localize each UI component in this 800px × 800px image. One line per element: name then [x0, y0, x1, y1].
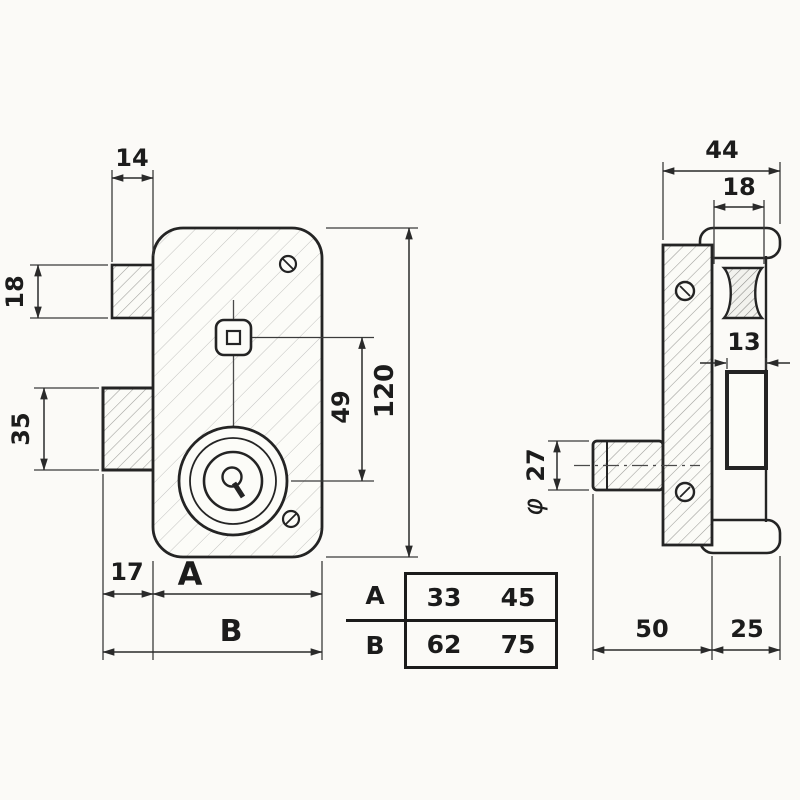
- front-view-body: [101, 226, 324, 559]
- front-view-dimensions: 14 18 35: [1, 144, 418, 660]
- dim-18-side: 18: [713, 173, 765, 264]
- top-flange: [698, 226, 782, 260]
- dim-35: 35: [7, 387, 99, 471]
- size-table-cell-b2: 75: [500, 629, 536, 659]
- size-table-row-b-values: 62 75: [404, 622, 558, 669]
- dim-label-50: 50: [635, 615, 668, 643]
- screw-hole-top: [278, 254, 298, 274]
- dim-50-25: 50 25: [592, 494, 781, 660]
- bolt-slot: [725, 370, 768, 470]
- screw-slot: [679, 486, 691, 498]
- size-table-row-b-label: B: [365, 631, 385, 660]
- screw-hole-side-bottom: [674, 481, 696, 503]
- side-view-dimensions: 44 18 13: [518, 136, 790, 660]
- size-table-row-a-values: 33 45: [404, 572, 558, 622]
- screw-hole-side-top: [674, 280, 696, 302]
- screw-hole-bottom: [281, 509, 301, 529]
- spindle-hole: [214, 318, 253, 357]
- dim-label-18-side: 18: [722, 173, 755, 201]
- diameter-symbol: φ: [518, 498, 549, 516]
- dim-label-A: A: [178, 555, 203, 593]
- dim-phi-27: 27 φ: [518, 440, 589, 516]
- roller-guide: [721, 266, 765, 320]
- screw-slot: [282, 258, 294, 270]
- cylinder: [177, 425, 289, 537]
- size-table-cell-b1: 62: [426, 629, 462, 659]
- size-table-cell-a1: 33: [426, 582, 462, 612]
- dim-13: 13: [700, 328, 790, 369]
- keyhole: [221, 466, 243, 488]
- dim-44: 44: [662, 136, 781, 240]
- cylinder-core: [202, 450, 264, 512]
- dim-label-120: 120: [370, 364, 400, 418]
- cylinder-ring: [189, 437, 277, 525]
- dim-label-18: 18: [1, 275, 29, 308]
- keyway-slot: [231, 481, 246, 499]
- dim-label-35: 35: [7, 412, 35, 445]
- size-table-cell-a2: 45: [500, 582, 536, 612]
- dim-label-25: 25: [730, 615, 763, 643]
- dim-label-44: 44: [705, 136, 738, 164]
- dim-14: 14: [111, 144, 154, 262]
- front-view: 14 18 35: [1, 144, 418, 660]
- dim-17-A-B: 17 A B: [102, 474, 323, 660]
- latch-bolt: [110, 263, 157, 320]
- dim-label-27: 27: [522, 448, 550, 481]
- screw-slot: [285, 513, 297, 525]
- dim-label-B: B: [220, 614, 243, 649]
- size-table-row-a-label: A: [346, 572, 404, 622]
- side-view: 44 18 13: [518, 136, 790, 660]
- screw-slot: [679, 285, 691, 297]
- dim-18: 18: [1, 264, 108, 319]
- dim-49: 49: [252, 336, 374, 482]
- dim-label-17: 17: [110, 558, 143, 586]
- side-view-body: [574, 226, 782, 555]
- dim-label-13: 13: [727, 328, 760, 356]
- dim-120: 120: [326, 227, 418, 558]
- dim-label-49: 49: [327, 390, 355, 423]
- dim-label-14: 14: [115, 144, 148, 172]
- size-table: A 33 45 B 62 75: [346, 572, 558, 669]
- deadbolt: [101, 386, 157, 472]
- spindle-hole-inner: [225, 329, 242, 346]
